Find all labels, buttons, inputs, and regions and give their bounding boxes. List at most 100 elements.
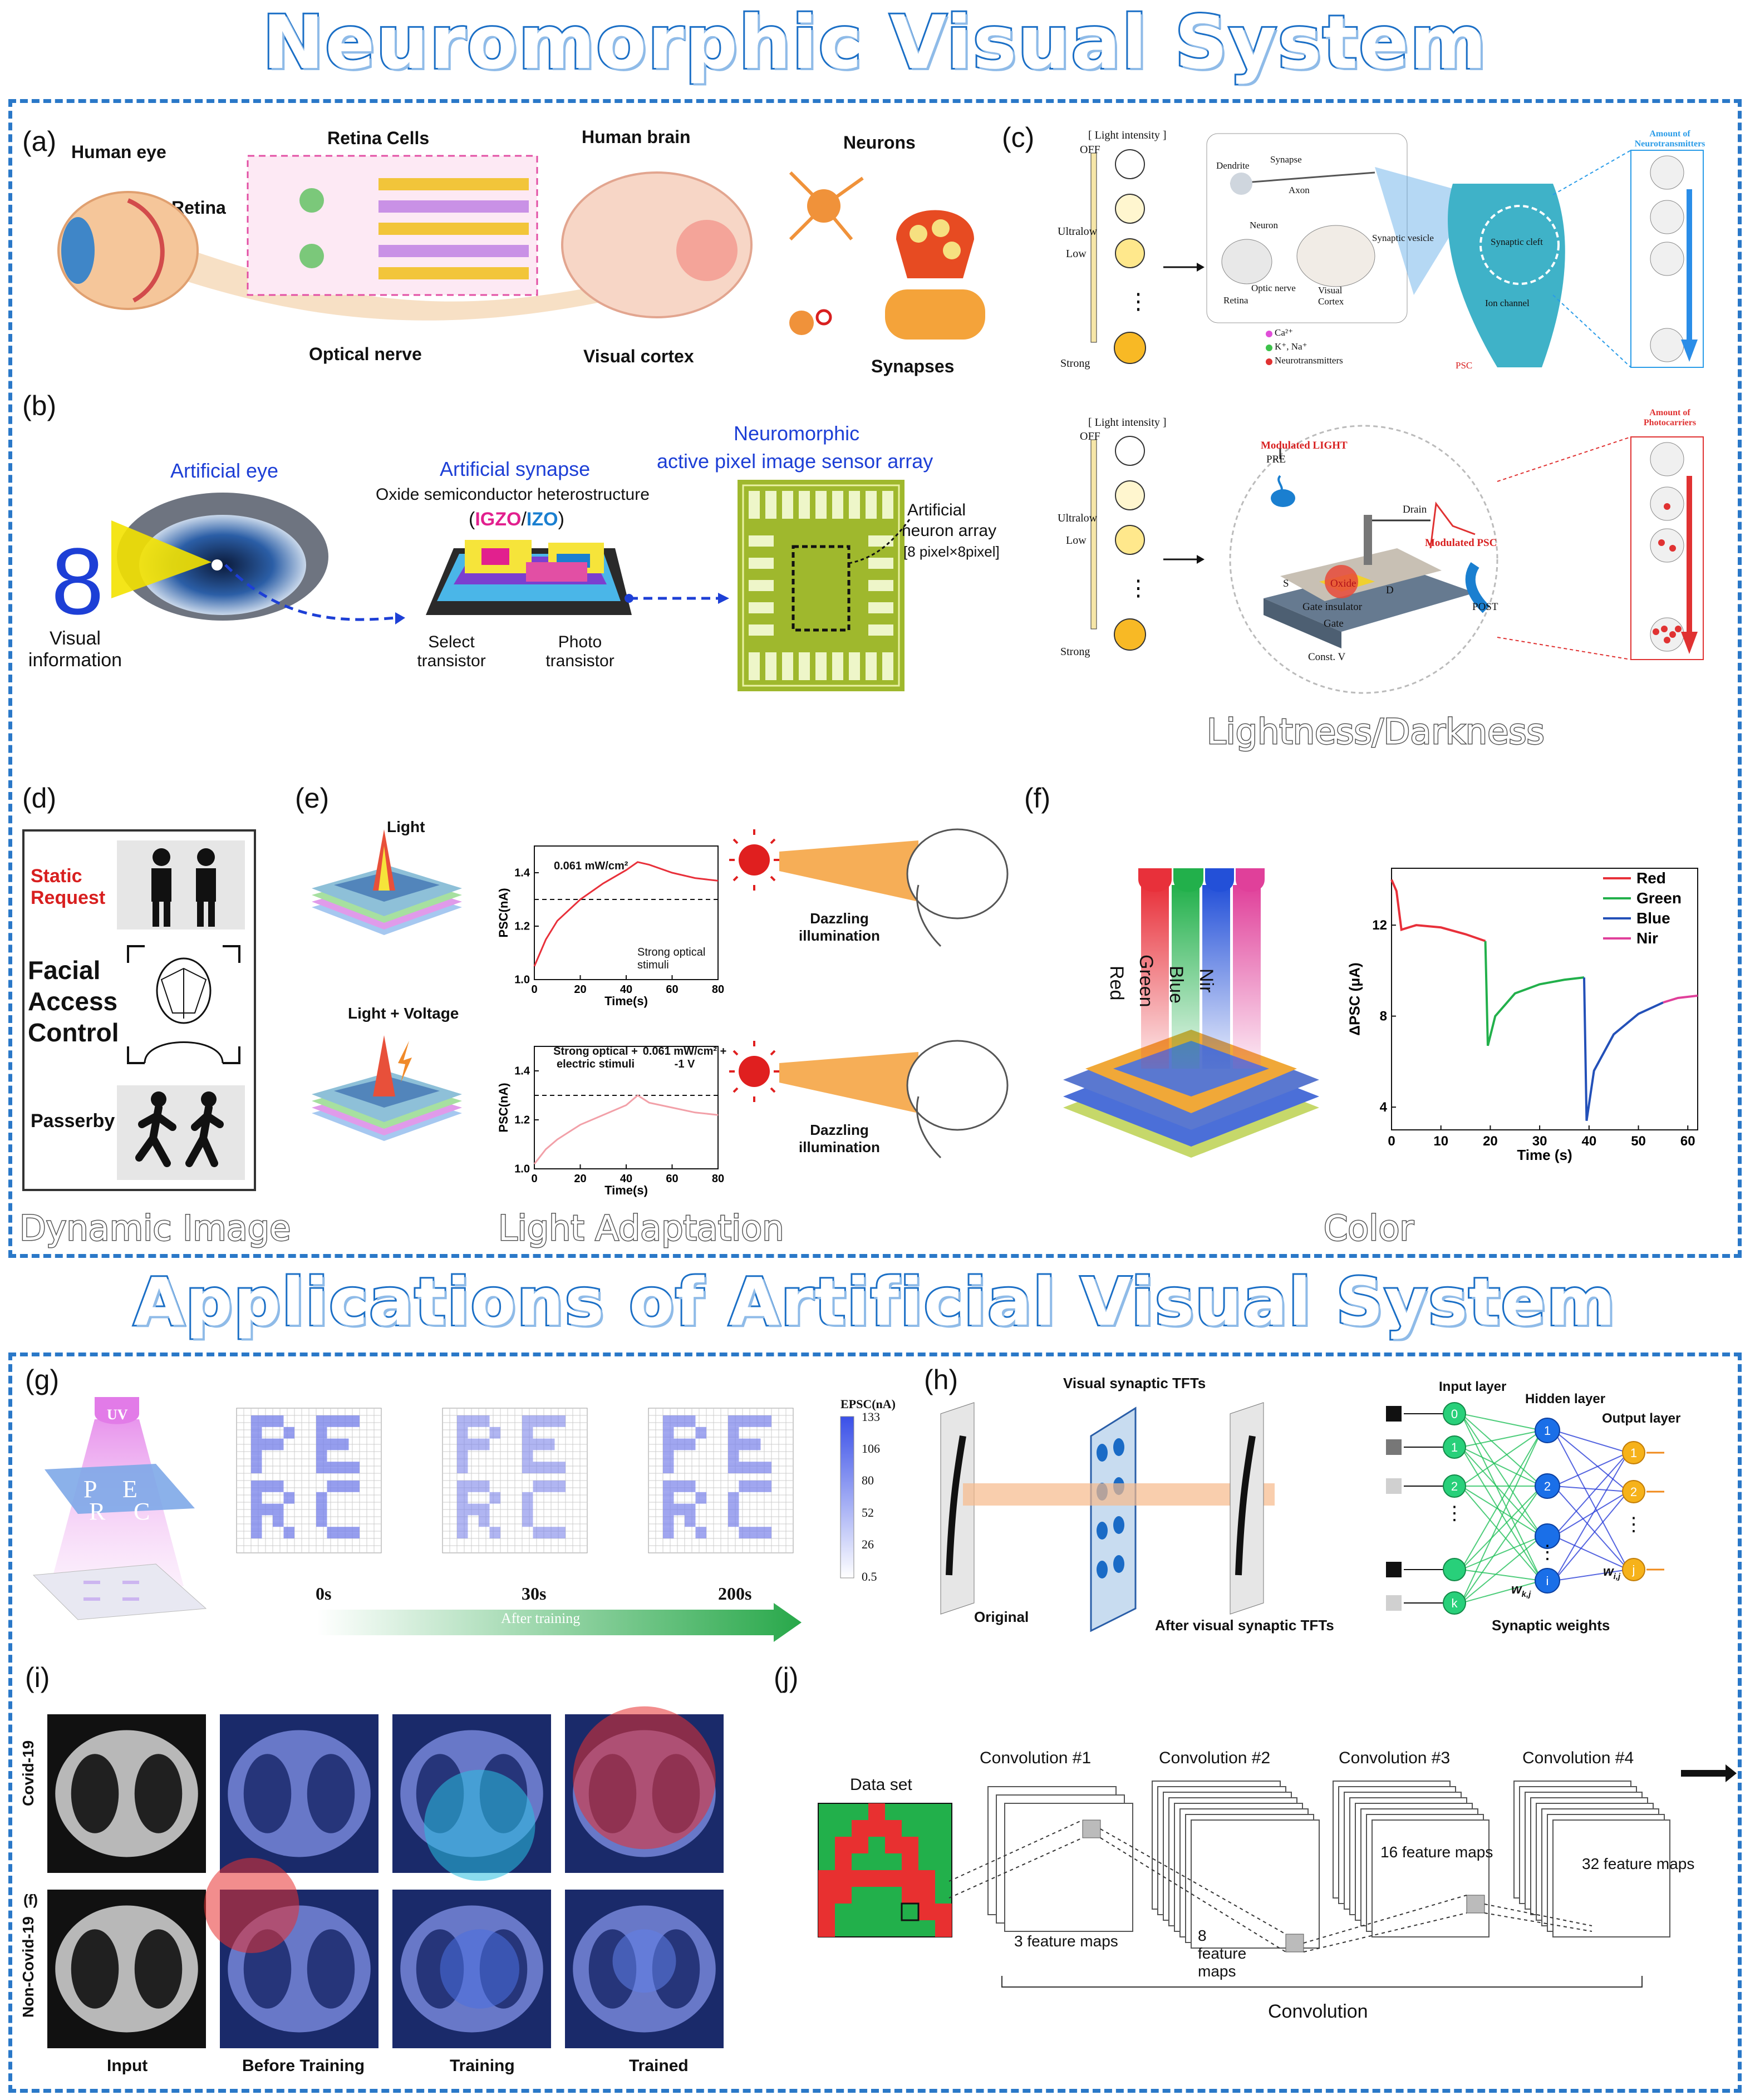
letter-pixel-P — [457, 1462, 468, 1468]
j-conv-stacks — [948, 1764, 1737, 1988]
letter-pixel-C — [327, 1527, 338, 1533]
panel-b-tag: (b) — [22, 390, 57, 421]
letter-pixel-R — [283, 1498, 294, 1504]
letter-pixel-E — [327, 1415, 338, 1422]
letter-pixel-R — [674, 1481, 685, 1487]
scan-lung-right — [134, 1929, 183, 2009]
label-select-transistor: Select transistor — [417, 633, 486, 670]
g-uv-projection — [32, 1397, 207, 1620]
letter-pixel-C — [348, 1481, 360, 1487]
letter-pixel-E — [316, 1462, 327, 1468]
ellipsis-dots: ⋮ — [1445, 1503, 1464, 1524]
letter-pixel-C — [338, 1481, 349, 1487]
label-neuron-array-2: neuron array — [902, 522, 997, 540]
letter-pixel-R — [663, 1486, 674, 1492]
label-light: Light — [387, 818, 425, 835]
label-passerby: Passerby — [31, 1110, 115, 1132]
letter-pixel-R — [251, 1527, 262, 1533]
letter-pixel-C — [728, 1521, 739, 1527]
weight-kj — [1461, 1430, 1542, 1604]
scan-lung-left — [71, 1754, 119, 1833]
letter-pixel-P — [251, 1444, 262, 1450]
c-off-bottom: OFF — [1080, 430, 1100, 442]
weight-ij — [1554, 1430, 1629, 1453]
letter-pixel-E — [728, 1462, 739, 1468]
c-const-vg: Const. V — [1308, 651, 1346, 663]
letter-pixel-C — [728, 1503, 739, 1509]
series-line-red — [1390, 879, 1486, 942]
letter-pixel-P — [663, 1462, 674, 1468]
letter-pixel-P — [479, 1438, 490, 1444]
h-wkj-w: w — [1511, 1582, 1522, 1597]
x-tick-label: 20 — [574, 1173, 586, 1185]
g-cb-tick-2: 80 — [862, 1473, 874, 1487]
hidden-node-label: i — [1546, 1574, 1549, 1588]
g-time-30s: 30s — [522, 1583, 547, 1604]
caption-light-adaptation: Light Adaptation — [498, 1207, 785, 1250]
g-training-arrow — [317, 1603, 802, 1642]
letter-pixel-C — [739, 1486, 750, 1492]
weight-kj — [1461, 1430, 1542, 1487]
title-applications: Applications of Artificial Visual System — [132, 1262, 1617, 1342]
input-node — [1443, 1474, 1466, 1498]
letter-pixel-R — [457, 1486, 468, 1492]
j-conv3: Convolution #3 — [1339, 1749, 1451, 1767]
letter-pixel-R — [273, 1521, 284, 1527]
dataset-pixel-red — [835, 1853, 852, 1870]
letter-pixel-E — [750, 1467, 761, 1473]
letter-pixel-P — [663, 1433, 674, 1439]
series-line-psc — [533, 1094, 719, 1165]
letter-pixel-P — [685, 1444, 696, 1450]
input-node-label: k — [1452, 1596, 1458, 1610]
g-mask-letter-e: E — [122, 1476, 137, 1503]
c-modulated-psc: Modulated PSC — [1425, 537, 1497, 549]
letter-pixel-R — [479, 1486, 490, 1492]
weight-kj — [1461, 1536, 1542, 1604]
letter-pixel-R — [695, 1498, 706, 1504]
svg-text:⋮: ⋮ — [1127, 289, 1149, 314]
letter-pixel-R — [283, 1527, 294, 1533]
weight-kj — [1461, 1413, 1542, 1487]
y-tick-label: 1.2 — [514, 1114, 530, 1127]
brain-illustration — [561, 171, 753, 318]
letter-pixel-R — [663, 1532, 674, 1538]
label-hetero-materials: (IGZO/IZO) — [469, 509, 564, 530]
letter-pixel-E — [338, 1421, 349, 1427]
e-top-note2: Strong optical stimuli — [637, 946, 706, 971]
c-synapse: Synapse — [1270, 154, 1302, 165]
letter-pixel-P — [468, 1415, 479, 1422]
x-tick-label: 50 — [1631, 1134, 1646, 1149]
dataset-pixel-red — [902, 1853, 918, 1870]
weight-kj — [1461, 1413, 1542, 1431]
e-dazzle-top — [729, 828, 1009, 947]
g-colorbar — [840, 1416, 854, 1578]
hidden-node-label: 2 — [1544, 1479, 1551, 1493]
letter-pixel-R — [262, 1481, 273, 1487]
weight-ij — [1554, 1491, 1629, 1581]
dataset-pixel-red — [935, 1920, 952, 1937]
letter-pixel-C — [728, 1498, 739, 1504]
dataset-pixel-red — [902, 1887, 918, 1904]
letter-pixel-R — [685, 1503, 696, 1509]
letter-pixel-E — [739, 1467, 750, 1473]
letter-pixel-E — [728, 1438, 739, 1444]
letter-pixel-E — [522, 1415, 533, 1422]
dataset-pixel-red — [818, 1904, 835, 1920]
dataset-pixel-red — [835, 1887, 852, 1904]
g-cb-tick-4: 26 — [862, 1537, 874, 1551]
letter-pixel-R — [479, 1503, 490, 1509]
label-neuron-array-3: [8 pixel×8pixel] — [903, 543, 1000, 560]
y-tick-label: 1.2 — [514, 921, 530, 933]
letter-pixel-C — [348, 1486, 360, 1492]
letter-pixel-C — [544, 1486, 555, 1492]
label-izo: IZO — [526, 509, 558, 530]
label-light-voltage: Light + Voltage — [348, 1005, 459, 1022]
letter-pixel-P — [457, 1415, 468, 1422]
letter-pixel-R — [251, 1521, 262, 1527]
c-modulated-light: Modulated LIGHT — [1261, 440, 1348, 451]
label-photo-transistor: Photo transistor — [545, 633, 615, 670]
c-synaptic-cleft: Synaptic cleft — [1491, 237, 1543, 247]
letter-pixel-C — [728, 1509, 739, 1516]
h-label-hidden-layer: Hidden layer — [1525, 1391, 1606, 1406]
ellipsis-dots: ⋮ — [1538, 1542, 1557, 1563]
